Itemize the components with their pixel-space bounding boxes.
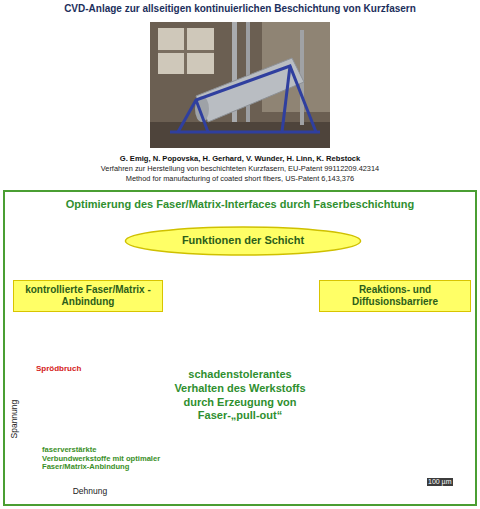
node-label: Reaktions- und Diffusionsbarriere xyxy=(326,284,464,308)
function-ellipse: Funktionen der Schicht xyxy=(123,226,363,256)
photo-floor xyxy=(150,122,330,148)
curve-note: faserverstärkte Verbundwerkstoffe mit op… xyxy=(42,446,162,472)
photo-window-bar xyxy=(184,28,187,74)
node-label: kontrollierte Faser/Matrix - Anbindung xyxy=(20,284,156,308)
axis-label: Spannung xyxy=(9,389,19,449)
photo-frame xyxy=(170,131,320,134)
curve-label: Sprödbruch xyxy=(36,364,96,374)
patent-note: Verfahren zur Herstellung von beschichte… xyxy=(0,165,480,174)
photo-frame xyxy=(282,66,290,132)
node-label: Funktionen der Schicht xyxy=(182,234,304,247)
plant-photo xyxy=(150,22,330,148)
function-box: kontrollierte Faser/Matrix - Anbindung xyxy=(13,280,163,312)
scale-label: 100 µm xyxy=(427,478,453,486)
photo-frame xyxy=(178,66,316,132)
title: CVD-Anlage zur allseitigen kontinuierlic… xyxy=(0,3,480,14)
axis-label: Dehnung xyxy=(50,486,130,496)
photo-frame xyxy=(196,100,208,132)
photo-ground xyxy=(150,22,330,148)
patent-note: Method for manufacturing of coated short… xyxy=(0,175,480,184)
ellipse-fill xyxy=(125,227,360,255)
section-heading: Optimierung des Faser/Matrix-Interfaces … xyxy=(5,198,475,210)
author-list: G. Emig, N. Popovska, H. Gerhard, V. Wun… xyxy=(0,154,480,163)
photo-pipe xyxy=(246,22,250,122)
result-text: schadenstolerantes Verhalten des Werksto… xyxy=(168,368,312,423)
function-box: Reaktions- und Diffusionsbarriere xyxy=(319,280,471,312)
photo-window xyxy=(158,28,214,74)
